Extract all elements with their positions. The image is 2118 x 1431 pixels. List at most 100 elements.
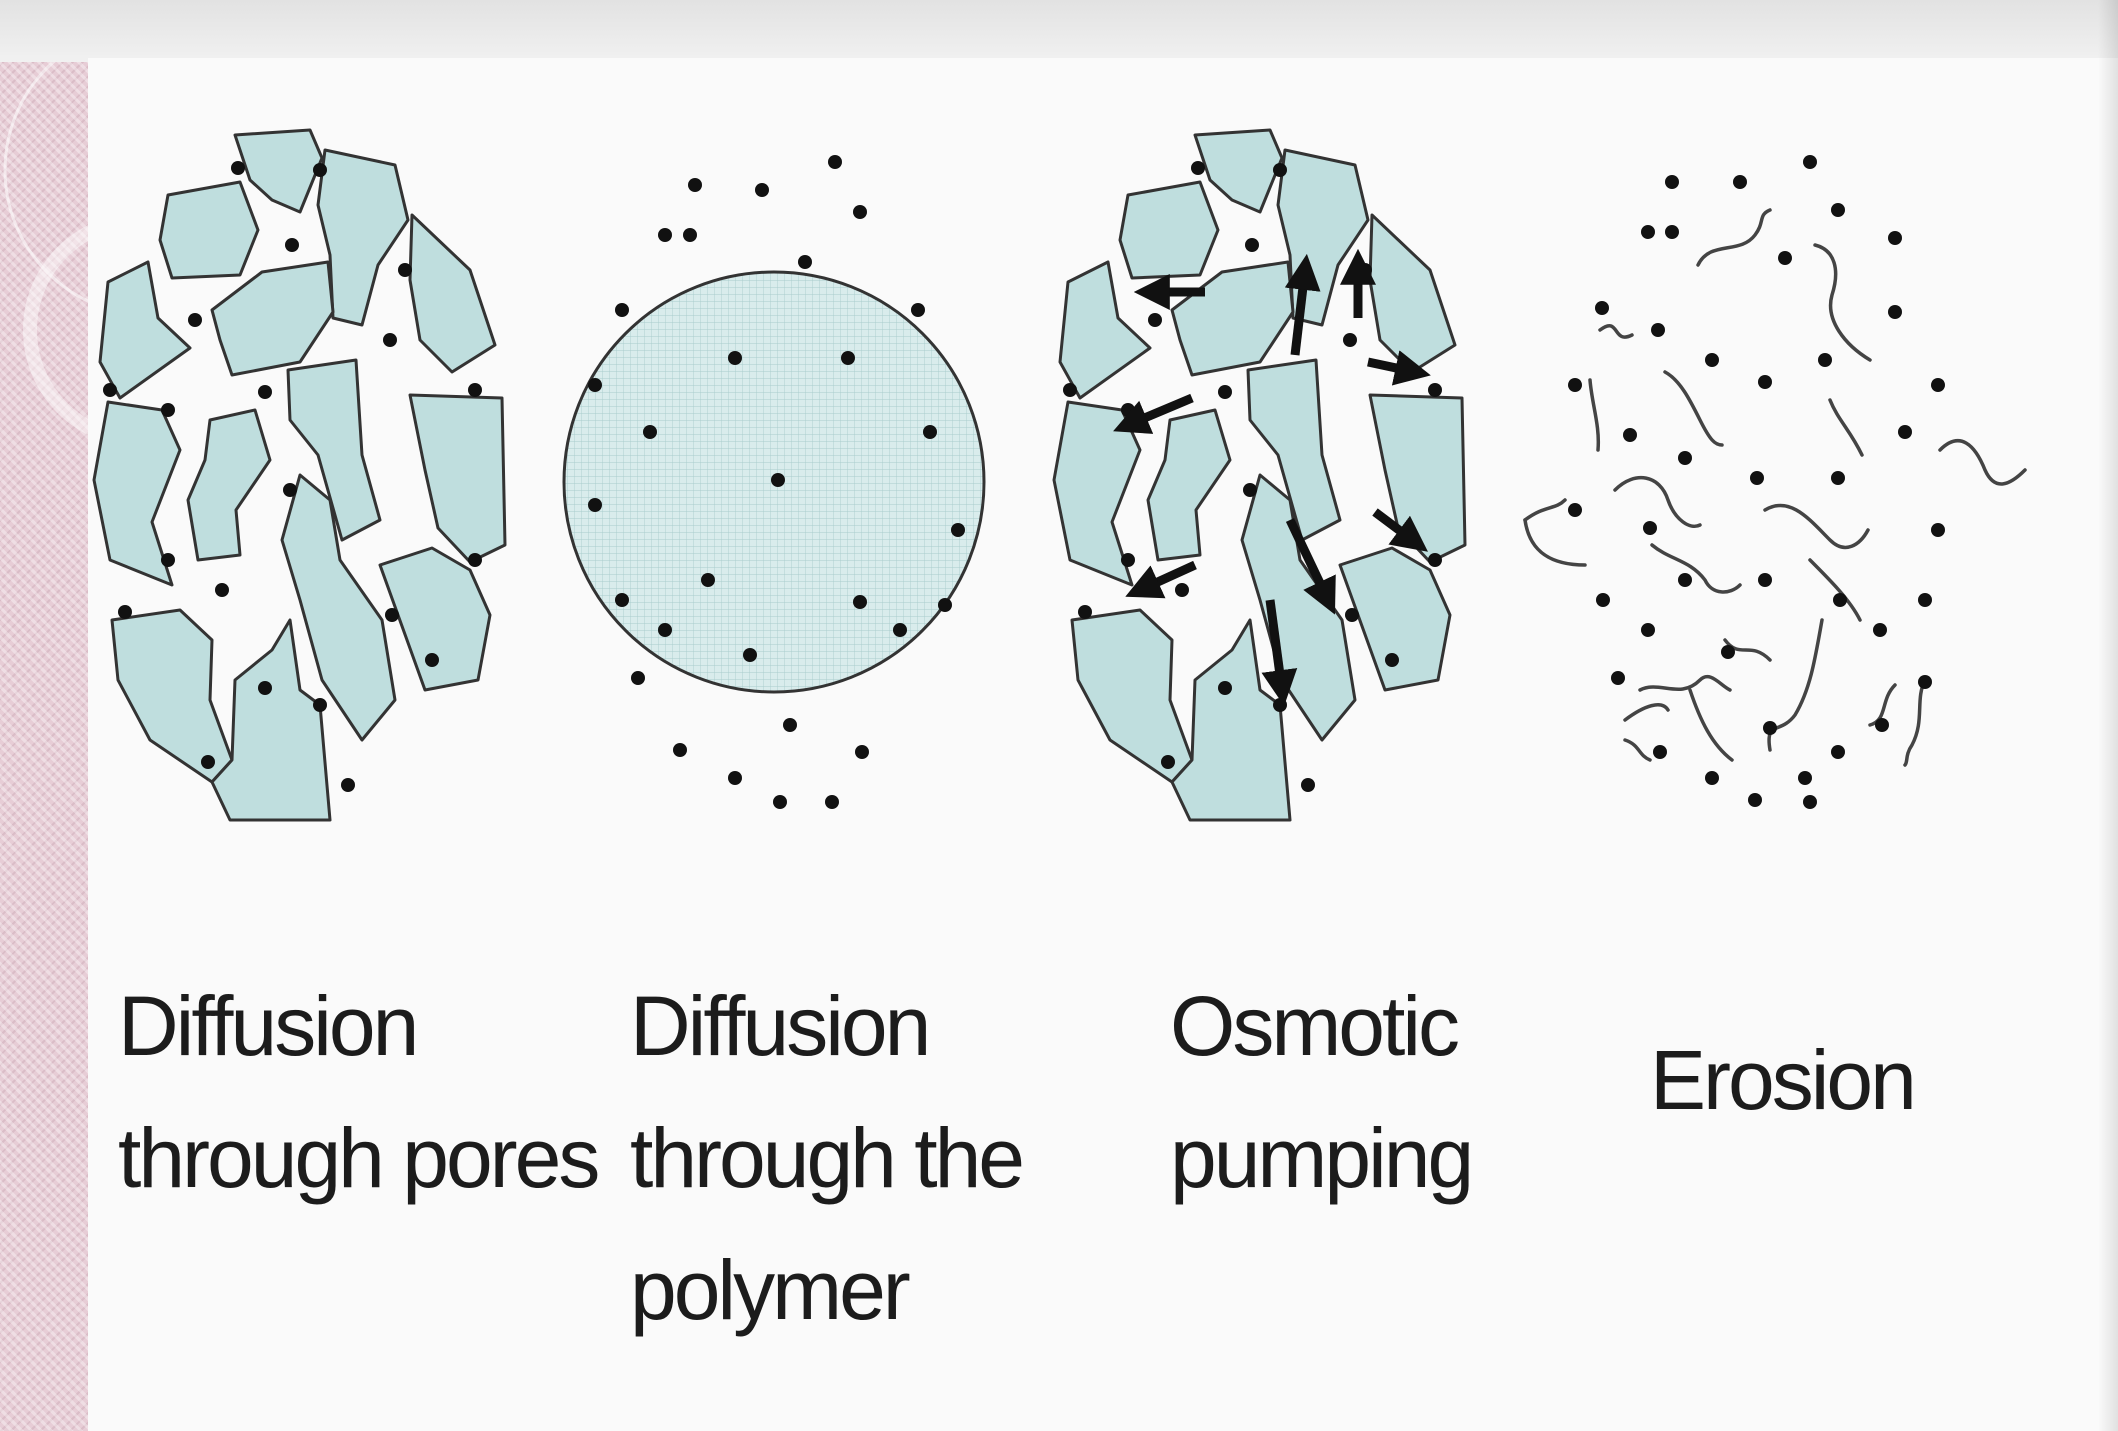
slide-edge-shadow bbox=[2098, 0, 2118, 1431]
drug-particle-icon bbox=[1273, 163, 1287, 177]
drug-particle-icon bbox=[1191, 161, 1205, 175]
drug-particle-icon bbox=[1428, 553, 1442, 567]
matrix-fragment bbox=[1118, 180, 1220, 280]
drug-particle-icon bbox=[1831, 745, 1845, 759]
drug-particle-icon bbox=[688, 178, 702, 192]
matrix-fragment bbox=[1070, 608, 1194, 784]
drug-particle-icon bbox=[1831, 471, 1845, 485]
drug-particle-icon bbox=[1596, 593, 1610, 607]
drug-particle-icon bbox=[1161, 755, 1175, 769]
drug-particle-icon bbox=[643, 425, 657, 439]
drug-particle-icon bbox=[118, 605, 132, 619]
drug-particle-icon bbox=[728, 771, 742, 785]
drug-particle-icon bbox=[341, 778, 355, 792]
drug-particle-icon bbox=[313, 698, 327, 712]
drug-particle-icon bbox=[201, 755, 215, 769]
drug-particle-icon bbox=[1063, 383, 1077, 397]
polymer-diagram bbox=[562, 155, 986, 809]
polymer-fragment-icon bbox=[1723, 638, 1772, 662]
drug-particle-icon bbox=[283, 483, 297, 497]
drug-particle-icon bbox=[798, 255, 812, 269]
drug-particle-icon bbox=[1385, 653, 1399, 667]
matrix-fragment bbox=[1058, 260, 1152, 400]
drug-particle-icon bbox=[1778, 251, 1792, 265]
polymer-fragment-icon bbox=[1868, 683, 1897, 727]
matrix-fragment bbox=[1368, 393, 1467, 564]
arrow-icon bbox=[1125, 560, 1197, 599]
drug-particle-icon bbox=[755, 183, 769, 197]
drug-particle-icon bbox=[683, 228, 697, 242]
drug-particle-icon bbox=[773, 795, 787, 809]
drug-particle-icon bbox=[231, 161, 245, 175]
arrow-icon bbox=[1261, 599, 1298, 707]
matrix-fragment bbox=[233, 128, 324, 214]
drug-particle-icon bbox=[841, 351, 855, 365]
drug-particle-icon bbox=[1665, 175, 1679, 189]
polymer-fragment-icon bbox=[1663, 370, 1724, 447]
caption-pores: Diffusion through pores bbox=[118, 979, 600, 1205]
drug-particle-icon bbox=[1898, 425, 1912, 439]
matrix-fragment bbox=[1193, 128, 1284, 214]
drug-particle-icon bbox=[743, 648, 757, 662]
matrix-fragment bbox=[286, 358, 382, 542]
drug-particle-icon bbox=[893, 623, 907, 637]
matrix-fragment bbox=[210, 260, 335, 377]
drug-particle-icon bbox=[215, 583, 229, 597]
drug-particle-icon bbox=[853, 595, 867, 609]
slide-top-band bbox=[0, 0, 2118, 62]
drug-particle-icon bbox=[1758, 375, 1772, 389]
drug-particle-icon bbox=[1611, 671, 1625, 685]
drug-particle-icon bbox=[673, 743, 687, 757]
matrix-fragment bbox=[92, 400, 182, 587]
arrow-icon bbox=[1367, 350, 1431, 386]
polymer-fragment-icon bbox=[1598, 324, 1634, 339]
drug-particle-icon bbox=[1078, 605, 1092, 619]
drug-particle-icon bbox=[853, 205, 867, 219]
drug-particle-icon bbox=[1831, 203, 1845, 217]
matrix-fragment bbox=[210, 618, 332, 822]
drug-particle-icon bbox=[1343, 333, 1357, 347]
polymer-fragment-icon bbox=[1696, 208, 1772, 267]
polymer-fragment-icon bbox=[1763, 503, 1870, 550]
drug-particle-icon bbox=[728, 351, 742, 365]
drug-particle-icon bbox=[1245, 238, 1259, 252]
arrow-icon bbox=[1372, 508, 1428, 552]
drug-particle-icon bbox=[1218, 385, 1232, 399]
drug-particle-icon bbox=[161, 553, 175, 567]
drug-particle-icon bbox=[1121, 553, 1135, 567]
drug-particle-icon bbox=[1748, 793, 1762, 807]
drug-particle-icon bbox=[1678, 451, 1692, 465]
drug-particle-icon bbox=[1665, 225, 1679, 239]
drug-particle-icon bbox=[1888, 305, 1902, 319]
polymer-fragment-icon bbox=[1623, 738, 1652, 762]
drug-particle-icon bbox=[588, 498, 602, 512]
drug-particle-icon bbox=[1818, 353, 1832, 367]
drug-particle-icon bbox=[313, 163, 327, 177]
drug-particle-icon bbox=[383, 333, 397, 347]
drug-particle-icon bbox=[1653, 745, 1667, 759]
drug-particle-icon bbox=[1888, 231, 1902, 245]
drug-particle-icon bbox=[1705, 353, 1719, 367]
drug-particle-icon bbox=[1931, 523, 1945, 537]
drug-particle-icon bbox=[161, 403, 175, 417]
matrix-fragment bbox=[186, 408, 272, 562]
water-flow-arrows bbox=[1113, 248, 1431, 707]
drug-particle-icon bbox=[825, 795, 839, 809]
drug-particle-icon bbox=[1623, 428, 1637, 442]
drug-particle-icon bbox=[951, 523, 965, 537]
drug-particle-icon bbox=[1763, 721, 1777, 735]
polymer-fragment-icon bbox=[1688, 688, 1734, 762]
drug-particle-icon bbox=[1595, 301, 1609, 315]
drug-particle-icon bbox=[1803, 795, 1817, 809]
drug-particle-icon bbox=[1931, 378, 1945, 392]
polymer-fragment-icon bbox=[1523, 518, 1587, 567]
matrix-fragment bbox=[158, 180, 260, 280]
drug-particle-icon bbox=[1643, 521, 1657, 535]
caption-erosion: Erosion bbox=[1650, 1033, 1917, 1127]
polymer-fragment-icon bbox=[1903, 678, 1927, 767]
drug-particle-icon bbox=[855, 745, 869, 759]
matrix-fragment bbox=[1146, 408, 1232, 562]
matrix-fragment bbox=[280, 473, 397, 742]
drug-particle-icon bbox=[1721, 645, 1735, 659]
drug-particle-icon bbox=[701, 573, 715, 587]
